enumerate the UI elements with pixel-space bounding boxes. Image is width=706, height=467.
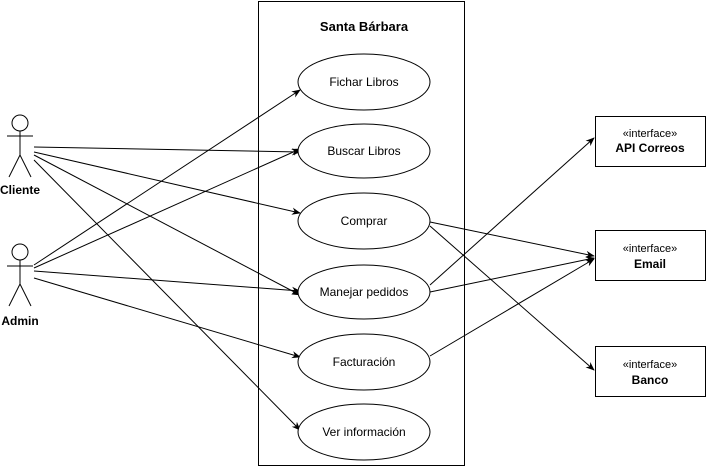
system-title: Santa Bárbara <box>320 19 409 34</box>
use-case-label: Manejar pedidos <box>320 285 409 299</box>
actor-cliente[interactable]: Cliente <box>0 114 40 197</box>
stick-figure-icon <box>7 114 33 178</box>
association-comprar-to-email <box>429 221 595 258</box>
actor-label: Admin <box>1 314 38 328</box>
actor-admin[interactable]: Admin <box>1 243 39 328</box>
use-case-facturacion[interactable]: Facturación <box>297 333 431 391</box>
use-case-manejar-pedidos[interactable]: Manejar pedidos <box>297 264 431 320</box>
interface-stereotype: «interface» <box>623 243 677 255</box>
interface-api-correos[interactable]: «interface» API Correos <box>595 116 706 167</box>
actor-label: Cliente <box>0 183 40 197</box>
use-case-label: Comprar <box>341 214 388 228</box>
stick-figure-icon <box>7 243 33 307</box>
associations <box>33 89 595 431</box>
use-case-comprar[interactable]: Comprar <box>297 192 431 250</box>
use-case-label: Fichar Libros <box>329 75 398 89</box>
association-facturacion-to-email <box>429 258 595 357</box>
association-admin-to-facturacion <box>33 277 301 359</box>
association-pedidos-to-correos <box>429 137 595 286</box>
association-admin-to-pedidos <box>33 270 301 294</box>
use-case-label: Facturación <box>333 355 396 369</box>
interface-name: API Correos <box>615 141 685 155</box>
association-cliente-to-buscar <box>33 146 301 156</box>
association-cliente-to-comprar <box>33 151 301 215</box>
use-case-buscar-libros[interactable]: Buscar Libros <box>297 123 431 179</box>
use-case-label: Ver información <box>322 425 405 439</box>
association-admin-to-fichar <box>33 89 301 266</box>
use-case-ver-informacion[interactable]: Ver información <box>297 403 431 461</box>
use-case-label: Buscar Libros <box>327 144 400 158</box>
interface-name: Email <box>634 257 666 271</box>
interface-banco[interactable]: «interface» Banco <box>595 346 706 397</box>
association-comprar-to-banco <box>429 225 595 371</box>
association-pedidos-to-email <box>429 256 595 293</box>
interface-stereotype: «interface» <box>623 128 677 140</box>
interface-email[interactable]: «interface» Email <box>595 230 706 281</box>
interface-name: Banco <box>632 373 669 387</box>
use-case-fichar-libros[interactable]: Fichar Libros <box>297 53 431 111</box>
association-cliente-to-info <box>33 159 301 431</box>
interface-stereotype: «interface» <box>623 359 677 371</box>
association-admin-to-buscar <box>33 148 301 269</box>
association-cliente-to-pedidos <box>33 154 301 296</box>
